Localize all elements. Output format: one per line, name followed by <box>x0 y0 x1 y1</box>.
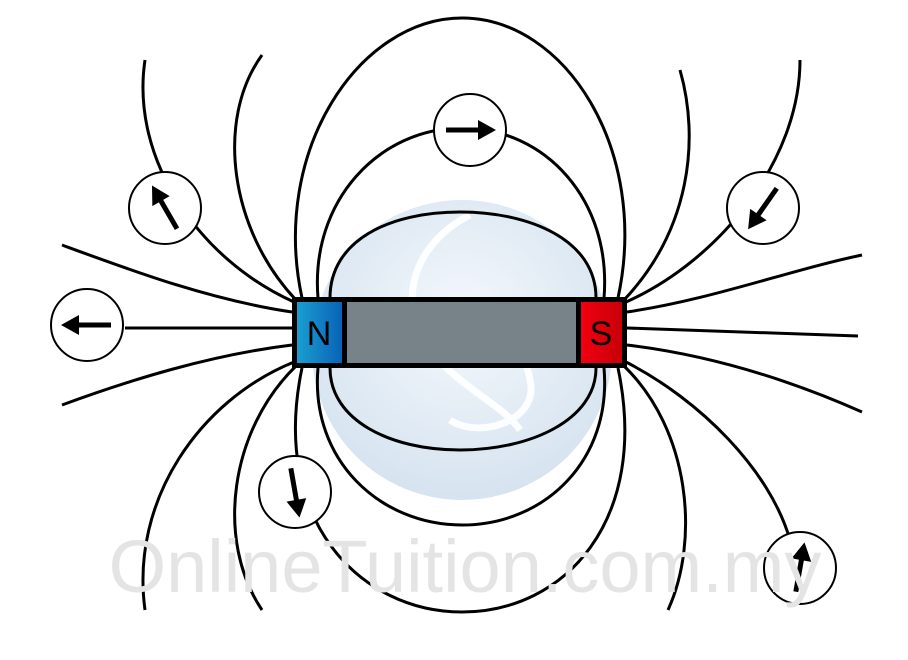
compasses <box>50 93 837 605</box>
watermark-text: OnlineTuition.com.my <box>109 525 822 608</box>
north-pole <box>297 302 342 363</box>
compass-upper-right <box>726 171 800 245</box>
south-label: S <box>590 315 613 353</box>
compass-left <box>50 288 124 362</box>
magnet-body <box>347 302 576 363</box>
compass-upper-left <box>128 171 202 245</box>
arrow-icon <box>791 542 812 593</box>
north-label: N <box>307 315 332 353</box>
bar-magnet: N S <box>292 297 627 368</box>
arrow-icon <box>446 120 496 140</box>
compass-lower-left <box>258 455 332 529</box>
compass-top <box>433 93 507 167</box>
arrow-icon <box>748 186 779 230</box>
arrow-icon <box>152 185 180 231</box>
arrow-icon <box>286 467 307 518</box>
south-pole <box>581 302 622 363</box>
compass-lower-right <box>763 531 837 605</box>
arrow-icon <box>61 315 111 335</box>
